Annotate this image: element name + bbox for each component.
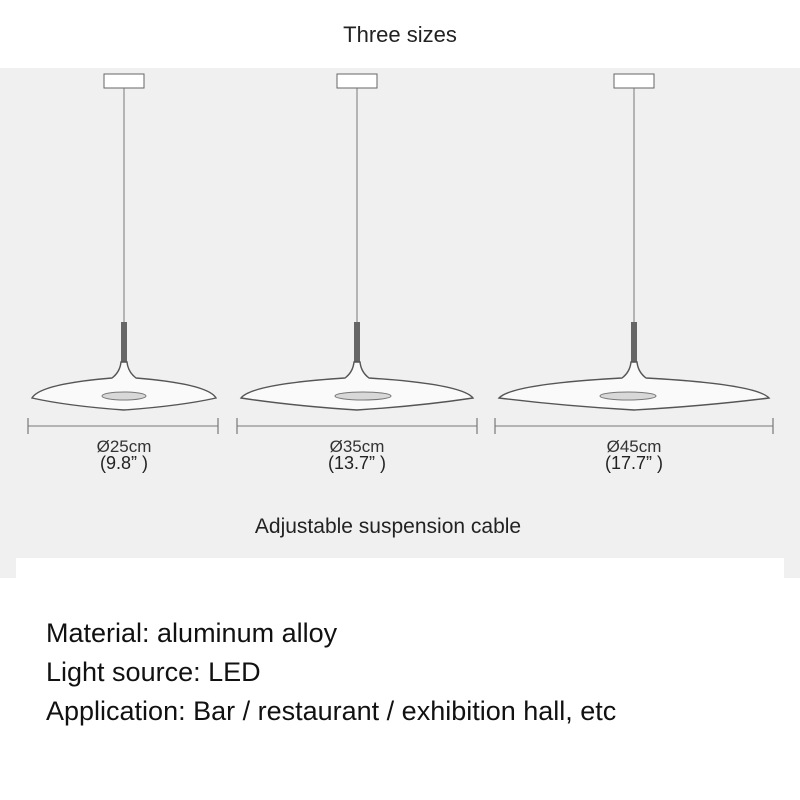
- panel-bottom-strip: [16, 558, 784, 580]
- illustration-panel: [0, 68, 800, 578]
- ceiling-canopy: [613, 73, 655, 89]
- cable-note: Adjustable suspension cable: [254, 515, 522, 538]
- diameter-inch: (13.7” ): [327, 453, 387, 473]
- pendant-lamp-medium: [236, 73, 478, 434]
- lamp-shade: [497, 361, 771, 411]
- diameter-inch: (9.8” ): [99, 453, 148, 473]
- led-diffuser: [334, 391, 392, 401]
- pendant-lamp-large: [494, 73, 774, 434]
- ceiling-canopy: [336, 73, 378, 89]
- dimension-label-medium: Ø35cm (13.7” ): [297, 438, 417, 472]
- diameter-cm: Ø45cm: [606, 437, 662, 456]
- led-diffuser: [599, 391, 657, 401]
- led-diffuser: [101, 391, 147, 401]
- dimension-label-small: Ø25cm (9.8” ): [64, 438, 184, 472]
- ceiling-canopy: [103, 73, 145, 89]
- diagram-title: Three sizes: [343, 22, 457, 47]
- lamp-shade: [239, 361, 475, 411]
- dimension-label-large: Ø45cm (17.7” ): [574, 438, 694, 472]
- pendant-lamp-small: [27, 73, 219, 434]
- diameter-cm: Ø35cm: [329, 437, 385, 456]
- diameter-cm: Ø25cm: [96, 437, 152, 456]
- lamp-shade: [30, 361, 218, 411]
- lamp-stem: [631, 322, 637, 364]
- lamp-stem: [354, 322, 360, 364]
- spec-light-source: Light source: LED: [46, 657, 261, 687]
- spec-material: Material: aluminum alloy: [46, 618, 338, 648]
- lamp-stem: [121, 322, 127, 364]
- spec-application: Application: Bar / restaurant / exhibiti…: [46, 696, 617, 726]
- diameter-inch: (17.7” ): [604, 453, 664, 473]
